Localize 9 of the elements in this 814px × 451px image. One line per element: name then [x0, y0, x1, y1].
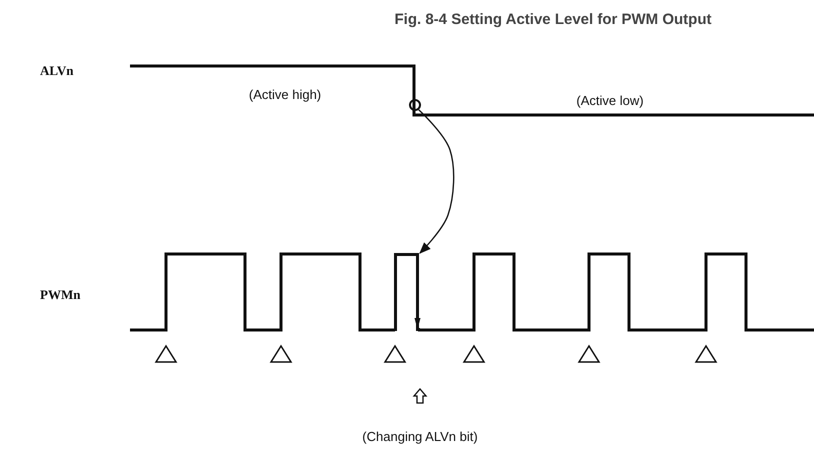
figure-title: Fig. 8-4 Setting Active Level for PWM Output [394, 12, 712, 27]
note-label: (Changing ALVn bit) [362, 430, 478, 443]
narrow-pulse [394, 253, 420, 331]
signal-name: PWMn [40, 288, 80, 301]
change-point-marker [409, 99, 421, 111]
level-label: (Active high) [248, 88, 322, 101]
arrow [418, 109, 454, 254]
level-label: (Active low) [576, 94, 644, 107]
signal-name: ALVn [40, 64, 74, 77]
